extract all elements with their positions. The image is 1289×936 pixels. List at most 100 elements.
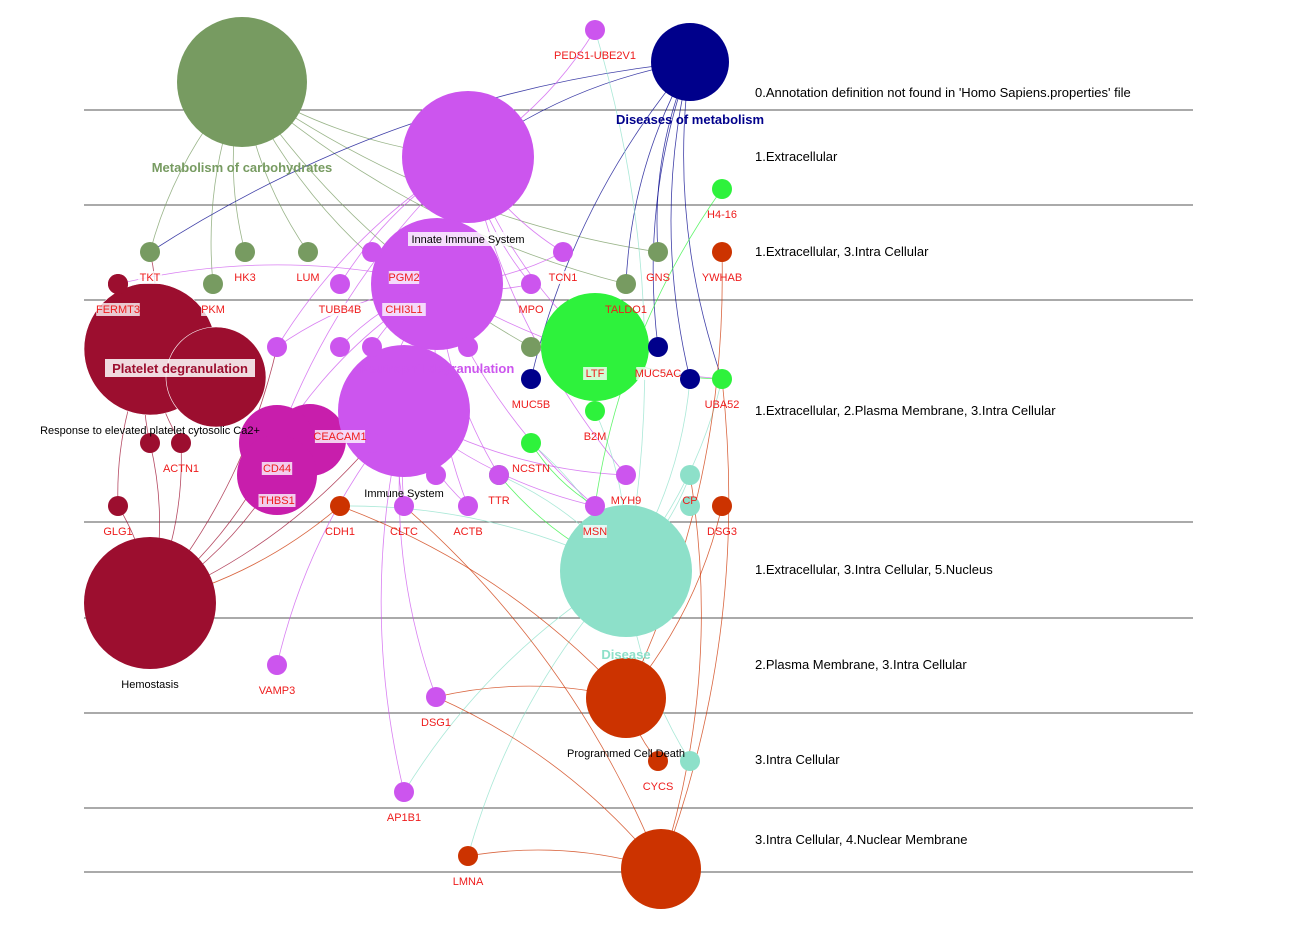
gene-node-glg1[interactable] bbox=[108, 496, 128, 516]
gene-node[interactable] bbox=[267, 337, 287, 357]
gene-label-h4-16: H4-16 bbox=[707, 209, 737, 221]
group-node-pcd[interactable] bbox=[586, 658, 666, 738]
label-backdrop bbox=[201, 303, 225, 316]
gene-label-gns: GNS bbox=[646, 272, 670, 284]
group-node-dmet[interactable] bbox=[651, 23, 729, 101]
gene-node[interactable] bbox=[680, 369, 700, 389]
group-node-hemo[interactable] bbox=[84, 537, 216, 669]
group-node-innate[interactable] bbox=[402, 91, 534, 223]
group-node-carb[interactable] bbox=[177, 17, 307, 147]
gene-node-ceacam1[interactable] bbox=[362, 433, 382, 453]
gene-node[interactable] bbox=[426, 465, 446, 485]
label-backdrop bbox=[96, 303, 140, 316]
gene-node[interactable] bbox=[330, 337, 350, 357]
edge bbox=[403, 505, 662, 870]
gene-node[interactable] bbox=[458, 337, 478, 357]
label-backdrop bbox=[138, 271, 162, 284]
label-backdrop bbox=[233, 271, 257, 284]
gene-label-pgm2: PGM2 bbox=[388, 272, 419, 284]
label-backdrop bbox=[318, 303, 362, 316]
edge bbox=[625, 251, 723, 699]
gene-label-uba52: UBA52 bbox=[705, 399, 740, 411]
gene-label-ncstn: NCSTN bbox=[512, 463, 550, 475]
group-node-dis[interactable] bbox=[560, 505, 692, 637]
gene-label-ap1b1: AP1B1 bbox=[387, 812, 421, 824]
gene-node-ltf[interactable] bbox=[541, 293, 649, 401]
nodes bbox=[83, 17, 732, 909]
gene-node-myh9[interactable] bbox=[616, 465, 636, 485]
group-node-nm[interactable] bbox=[621, 829, 701, 909]
gene-label-mpo: MPO bbox=[518, 304, 544, 316]
gene-label-vamp3: VAMP3 bbox=[259, 685, 295, 697]
gene-label-cp: CP bbox=[682, 495, 697, 507]
gene-node-muc5ac[interactable] bbox=[648, 337, 668, 357]
group-label-neut: Neutrophil degranulation bbox=[360, 361, 515, 376]
edge bbox=[339, 505, 627, 699]
gene-node-h4-16[interactable] bbox=[712, 179, 732, 199]
gene-node-mpo[interactable] bbox=[521, 274, 541, 294]
gene-node-hk3[interactable] bbox=[235, 242, 255, 262]
gene-node-cycs[interactable] bbox=[648, 751, 668, 771]
gene-node-dsg1[interactable] bbox=[426, 687, 446, 707]
gene-node-ywhab[interactable] bbox=[712, 242, 732, 262]
gene-node-ap1b1[interactable] bbox=[394, 782, 414, 802]
gene-node-ttr[interactable] bbox=[489, 465, 509, 485]
gene-node-msn[interactable] bbox=[585, 496, 605, 516]
gene-label-dsg1: DSG1 bbox=[421, 717, 451, 729]
gene-label-lum: LUM bbox=[296, 272, 319, 284]
layer-labels: 0.Annotation definition not found in 'Ho… bbox=[755, 85, 1131, 847]
gene-node-cp[interactable] bbox=[680, 465, 700, 485]
group-label-ca2: Response to elevated platelet cytosolic … bbox=[40, 425, 260, 437]
group-node-neut[interactable] bbox=[371, 218, 503, 350]
gene-node[interactable] bbox=[521, 337, 541, 357]
gene-label-hk3: HK3 bbox=[234, 272, 255, 284]
gene-node-actn1[interactable] bbox=[171, 433, 191, 453]
gene-node-uba52[interactable] bbox=[712, 369, 732, 389]
gene-label-cdh1: CDH1 bbox=[325, 526, 355, 538]
gene-label-actb: ACTB bbox=[453, 526, 482, 538]
gene-label-ltf: LTF bbox=[586, 368, 605, 380]
layer-label: 2.Plasma Membrane, 3.Intra Cellular bbox=[755, 657, 967, 672]
gene-label-muc5ac: MUC5AC bbox=[635, 368, 682, 380]
gene-node-fermt3[interactable] bbox=[108, 274, 128, 294]
gene-label-thbs1: THBS1 bbox=[259, 495, 294, 507]
gene-node[interactable] bbox=[140, 433, 160, 453]
label-backdrop bbox=[105, 359, 255, 377]
gene-node-vamp3[interactable] bbox=[267, 655, 287, 675]
gene-node-pkm[interactable] bbox=[203, 274, 223, 294]
label-backdrop bbox=[258, 494, 296, 507]
gene-node-taldo1[interactable] bbox=[616, 274, 636, 294]
group-label-imm: Immune System bbox=[364, 488, 443, 500]
gene-node-peds1-ube2v1[interactable] bbox=[585, 20, 605, 40]
gene-label-pkm: PKM bbox=[201, 304, 225, 316]
gene-label-dsg3: DSG3 bbox=[707, 526, 737, 538]
gene-label-msn: MSN bbox=[583, 526, 608, 538]
gene-label-actn1: ACTN1 bbox=[163, 463, 199, 475]
gene-node-dsg3[interactable] bbox=[712, 496, 732, 516]
group-label-dis: Disease bbox=[601, 647, 650, 662]
gene-node-ncstn[interactable] bbox=[521, 433, 541, 453]
gene-node-tcn1[interactable] bbox=[553, 242, 573, 262]
gene-node-cdh1[interactable] bbox=[330, 496, 350, 516]
layer-label: 1.Extracellular, 2.Plasma Membrane, 3.In… bbox=[755, 403, 1056, 418]
layer-label: 3.Intra Cellular bbox=[755, 752, 840, 767]
gene-node-tkt[interactable] bbox=[140, 242, 160, 262]
gene-node-cltc[interactable] bbox=[394, 496, 414, 516]
gene-node[interactable] bbox=[680, 751, 700, 771]
gene-node-muc5b[interactable] bbox=[521, 369, 541, 389]
group-label-pcd: Programmed Cell Death bbox=[567, 748, 685, 760]
gene-node-tubb4b[interactable] bbox=[330, 274, 350, 294]
gene-node-lum[interactable] bbox=[298, 242, 318, 262]
group-label-dmet: Diseases of metabolism bbox=[616, 112, 764, 127]
edge bbox=[683, 61, 723, 380]
gene-node[interactable] bbox=[362, 337, 382, 357]
gene-node-actb[interactable] bbox=[458, 496, 478, 516]
gene-label-lmna: LMNA bbox=[453, 876, 484, 888]
gene-node[interactable] bbox=[680, 496, 700, 516]
gene-node-b2m[interactable] bbox=[585, 401, 605, 421]
gene-node-gns[interactable] bbox=[648, 242, 668, 262]
gene-label-glg1: GLG1 bbox=[103, 526, 132, 538]
gene-node-lmna[interactable] bbox=[458, 846, 478, 866]
gene-node[interactable] bbox=[362, 242, 382, 262]
